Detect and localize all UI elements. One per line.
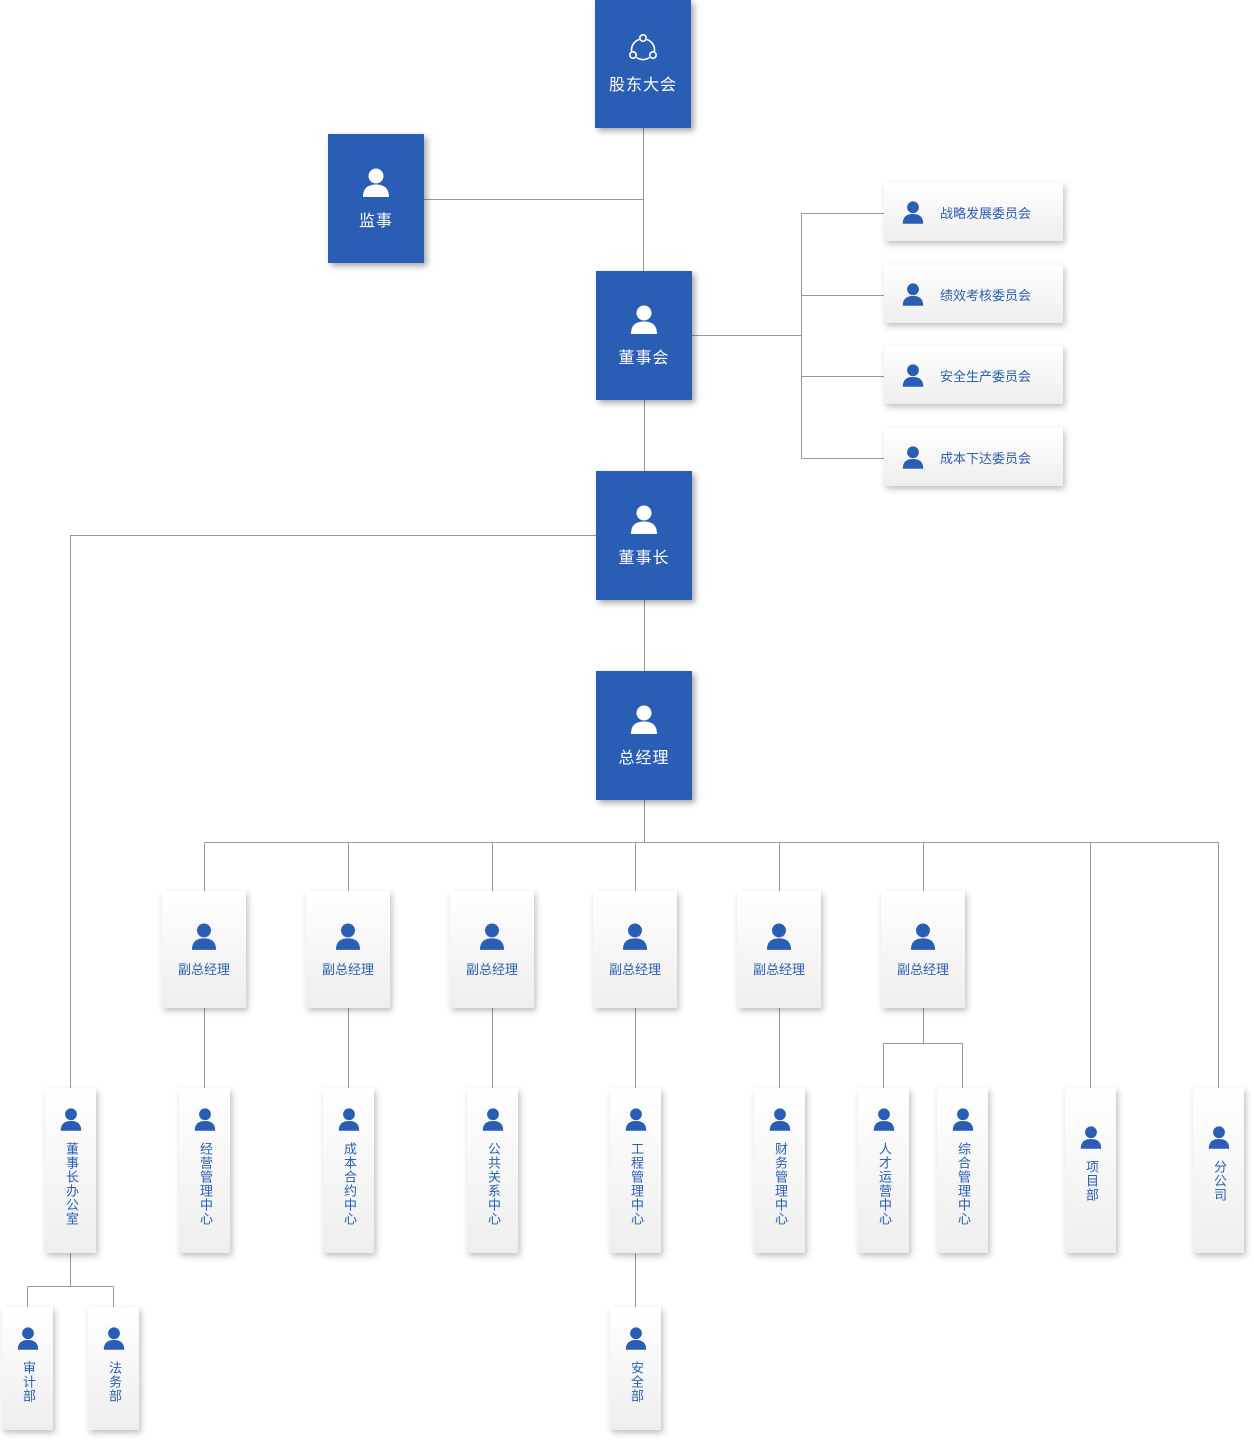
dept-label: 人才运营中心 (876, 1142, 891, 1226)
dept-branch[interactable]: 分公司 (1193, 1088, 1244, 1253)
person-icon (335, 923, 361, 950)
vice-manager-label: 副总经理 (177, 963, 230, 978)
committee-label: 绩效考核委员会 (940, 288, 1032, 304)
dept-talent-ops[interactable]: 人才运营中心 (858, 1088, 909, 1253)
node-general-manager[interactable]: 总经理 (596, 671, 692, 800)
vice-manager-4[interactable]: 副总经理 (593, 891, 677, 1008)
committee-strategy[interactable]: 战略发展委员会 (884, 183, 1063, 241)
node-supervisor[interactable]: 监事 (328, 134, 424, 263)
node-chairman[interactable]: 董事长 (596, 471, 692, 600)
person-icon (1080, 1126, 1101, 1149)
person-icon (479, 923, 505, 950)
vice-manager-label: 副总经理 (321, 963, 374, 978)
dept-label: 项目部 (1083, 1160, 1098, 1202)
dept-audit[interactable]: 审计部 (2, 1307, 53, 1430)
person-icon (902, 283, 924, 306)
dept-engineering-mgmt[interactable]: 工程管理中心 (610, 1088, 661, 1253)
person-icon (631, 705, 657, 734)
person-icon (766, 923, 792, 950)
person-icon (338, 1108, 359, 1131)
person-icon (17, 1327, 38, 1350)
person-icon (103, 1327, 124, 1350)
person-icon (191, 923, 217, 950)
node-label: 总经理 (618, 747, 670, 767)
dept-label: 经营管理中心 (197, 1142, 212, 1226)
node-label: 董事会 (618, 347, 670, 367)
committee-label: 战略发展委员会 (940, 206, 1032, 222)
person-icon (631, 505, 657, 534)
dept-finance-mgmt[interactable]: 财务管理中心 (754, 1088, 805, 1253)
person-icon (60, 1108, 81, 1131)
person-icon (910, 923, 936, 950)
dept-label: 公共关系中心 (485, 1142, 500, 1226)
person-icon (873, 1108, 894, 1131)
dept-label: 安全部 (628, 1361, 643, 1403)
dept-label: 分公司 (1211, 1160, 1226, 1202)
person-icon (363, 168, 389, 197)
committee-label: 成本下达委员会 (940, 451, 1032, 467)
committee-safety[interactable]: 安全生产委员会 (884, 346, 1063, 404)
dept-safety[interactable]: 安全部 (610, 1307, 661, 1430)
person-icon (769, 1108, 790, 1131)
node-board[interactable]: 董事会 (596, 271, 692, 400)
dept-label: 审计部 (20, 1361, 35, 1403)
dept-legal[interactable]: 法务部 (88, 1307, 139, 1430)
dept-label: 工程管理中心 (628, 1142, 643, 1226)
dept-public-relations[interactable]: 公共关系中心 (467, 1088, 518, 1253)
dept-project[interactable]: 项目部 (1065, 1088, 1116, 1253)
vice-manager-2[interactable]: 副总经理 (306, 891, 390, 1008)
dept-chairman-office[interactable]: 董事长办公室 (45, 1088, 96, 1253)
dept-label: 董事长办公室 (63, 1142, 78, 1226)
person-icon (625, 1327, 646, 1350)
person-icon (902, 364, 924, 387)
person-icon (622, 923, 648, 950)
node-label: 股东大会 (608, 75, 677, 94)
vice-manager-label: 副总经理 (752, 963, 805, 978)
dept-operations-mgmt[interactable]: 经营管理中心 (179, 1088, 230, 1253)
committee-performance[interactable]: 绩效考核委员会 (884, 265, 1063, 323)
person-icon (1208, 1126, 1229, 1149)
person-icon (952, 1108, 973, 1131)
dept-cost-contract[interactable]: 成本合约中心 (323, 1088, 374, 1253)
dept-label: 成本合约中心 (341, 1142, 356, 1226)
dept-label: 法务部 (106, 1361, 121, 1403)
person-icon (902, 201, 924, 224)
vice-manager-3[interactable]: 副总经理 (450, 891, 534, 1008)
dept-label: 财务管理中心 (772, 1142, 787, 1226)
person-icon (631, 305, 657, 334)
vice-manager-1[interactable]: 副总经理 (162, 891, 246, 1008)
committee-cost[interactable]: 成本下达委员会 (884, 428, 1063, 486)
person-icon (194, 1108, 215, 1131)
node-label: 董事长 (618, 547, 670, 567)
dept-label: 综合管理中心 (955, 1142, 970, 1226)
person-icon (902, 446, 924, 469)
vice-manager-label: 副总经理 (465, 963, 518, 978)
person-icon (625, 1108, 646, 1131)
committee-label: 安全生产委员会 (940, 369, 1032, 385)
person-icon (482, 1108, 503, 1131)
vice-manager-6[interactable]: 副总经理 (881, 891, 965, 1008)
dept-general-mgmt[interactable]: 综合管理中心 (937, 1088, 988, 1253)
node-shareholders[interactable]: 股东大会 (595, 0, 691, 128)
node-label: 监事 (358, 210, 393, 230)
vice-manager-label: 副总经理 (608, 963, 661, 978)
network-icon (628, 33, 657, 61)
vice-manager-label: 副总经理 (896, 963, 949, 978)
vice-manager-5[interactable]: 副总经理 (737, 891, 821, 1008)
